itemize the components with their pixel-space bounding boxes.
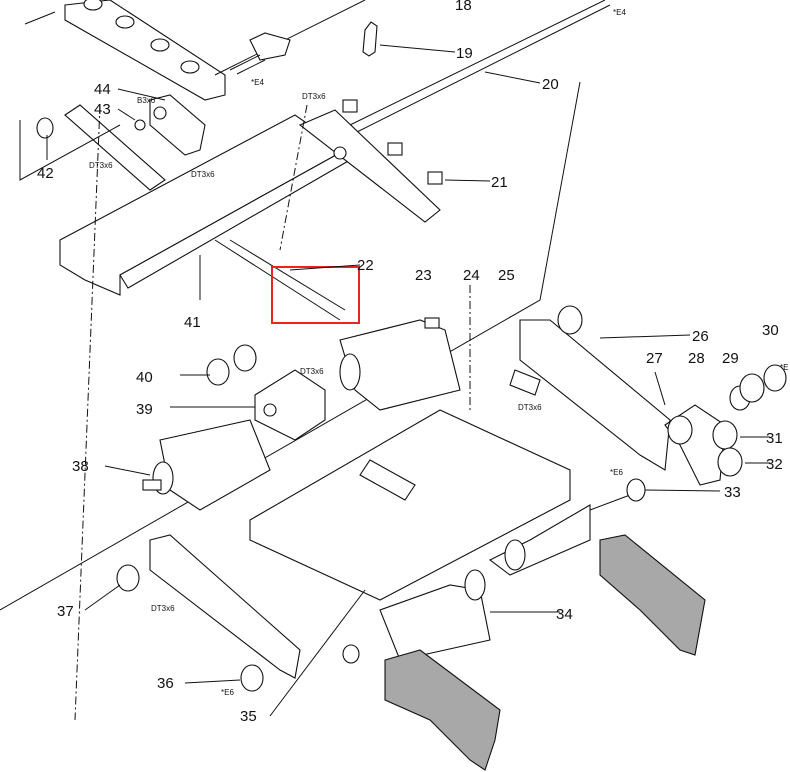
part-26: 26 <box>692 328 709 345</box>
part-20: 20 <box>542 76 559 93</box>
part-25: 25 <box>498 267 515 284</box>
annotation-dt3x6: DT3x6 <box>151 604 175 613</box>
frame-24 <box>249 409 571 601</box>
fastener-annotations: B3x6 DT3x6 DT3x6 DT3x6 DT3x6 DT3x6 DT3x6… <box>89 8 788 697</box>
annotation-b3x6: B3x6 <box>137 96 156 105</box>
part-33: 33 <box>724 484 741 501</box>
washer-40b <box>233 344 257 372</box>
part-18: 18 <box>455 0 472 14</box>
part-38: 38 <box>72 458 89 475</box>
part-30: 30 <box>762 322 779 339</box>
annotation-e6: *E6 <box>221 688 234 697</box>
part-22: 22 <box>357 257 374 274</box>
roller-23 <box>339 317 461 411</box>
annotation-dt3x6: DT3x6 <box>191 170 215 179</box>
annotation-dt3x6: DT3x6 <box>300 367 324 376</box>
annotation-e6: *E6 <box>610 468 623 477</box>
part-39: 39 <box>136 401 153 418</box>
knob-parts <box>342 99 443 185</box>
leader-lines <box>46 44 770 717</box>
part-36: 36 <box>157 675 174 692</box>
bracket-39 <box>254 369 326 441</box>
roller-38 <box>142 419 271 511</box>
annotation-dt3x6: DT3x6 <box>89 161 113 170</box>
part-37: 37 <box>57 603 74 620</box>
part-21: 21 <box>491 174 508 191</box>
part-23: 23 <box>415 267 432 284</box>
top-bracket <box>24 0 226 101</box>
right-plate <box>599 534 706 656</box>
part-40: 40 <box>136 369 153 386</box>
part-42: 42 <box>37 165 54 182</box>
shaft-upper <box>214 0 611 134</box>
frame-41 <box>59 104 441 321</box>
annotation-dt3x6: DT3x6 <box>518 403 542 412</box>
part-number-labels: 18 19 20 21 22 23 24 25 26 27 28 29 30 3… <box>37 0 783 725</box>
part-35: 35 <box>240 708 257 725</box>
gear-assembly <box>626 364 787 502</box>
spring-19-icon <box>362 21 378 57</box>
washer-37 <box>116 564 140 592</box>
part-43: 43 <box>94 101 111 118</box>
highlight-box <box>271 266 360 324</box>
annotation-e4: *E4 <box>613 8 626 17</box>
part-28: 28 <box>688 350 705 367</box>
part-27: 27 <box>646 350 663 367</box>
part-32: 32 <box>766 456 783 473</box>
part-41: 41 <box>184 314 201 331</box>
annotation-e-clipped: *E <box>780 363 788 372</box>
side-frame-26 <box>509 305 671 471</box>
washer-40 <box>206 358 230 386</box>
left-side-frame <box>149 534 301 679</box>
part-24: 24 <box>463 267 480 284</box>
part-29: 29 <box>722 350 739 367</box>
washer-36 <box>240 664 264 692</box>
part-34: 34 <box>556 606 573 623</box>
bracket-44 <box>36 94 206 156</box>
part-19: 19 <box>456 45 473 62</box>
roller-34 <box>379 494 631 661</box>
washer-35 <box>342 644 360 664</box>
part-44: 44 <box>94 81 111 98</box>
annotation-e4: *E4 <box>251 78 264 87</box>
part-31: 31 <box>766 430 783 447</box>
annotation-dt3x6: DT3x6 <box>302 92 326 101</box>
bottom-plate <box>384 649 501 771</box>
